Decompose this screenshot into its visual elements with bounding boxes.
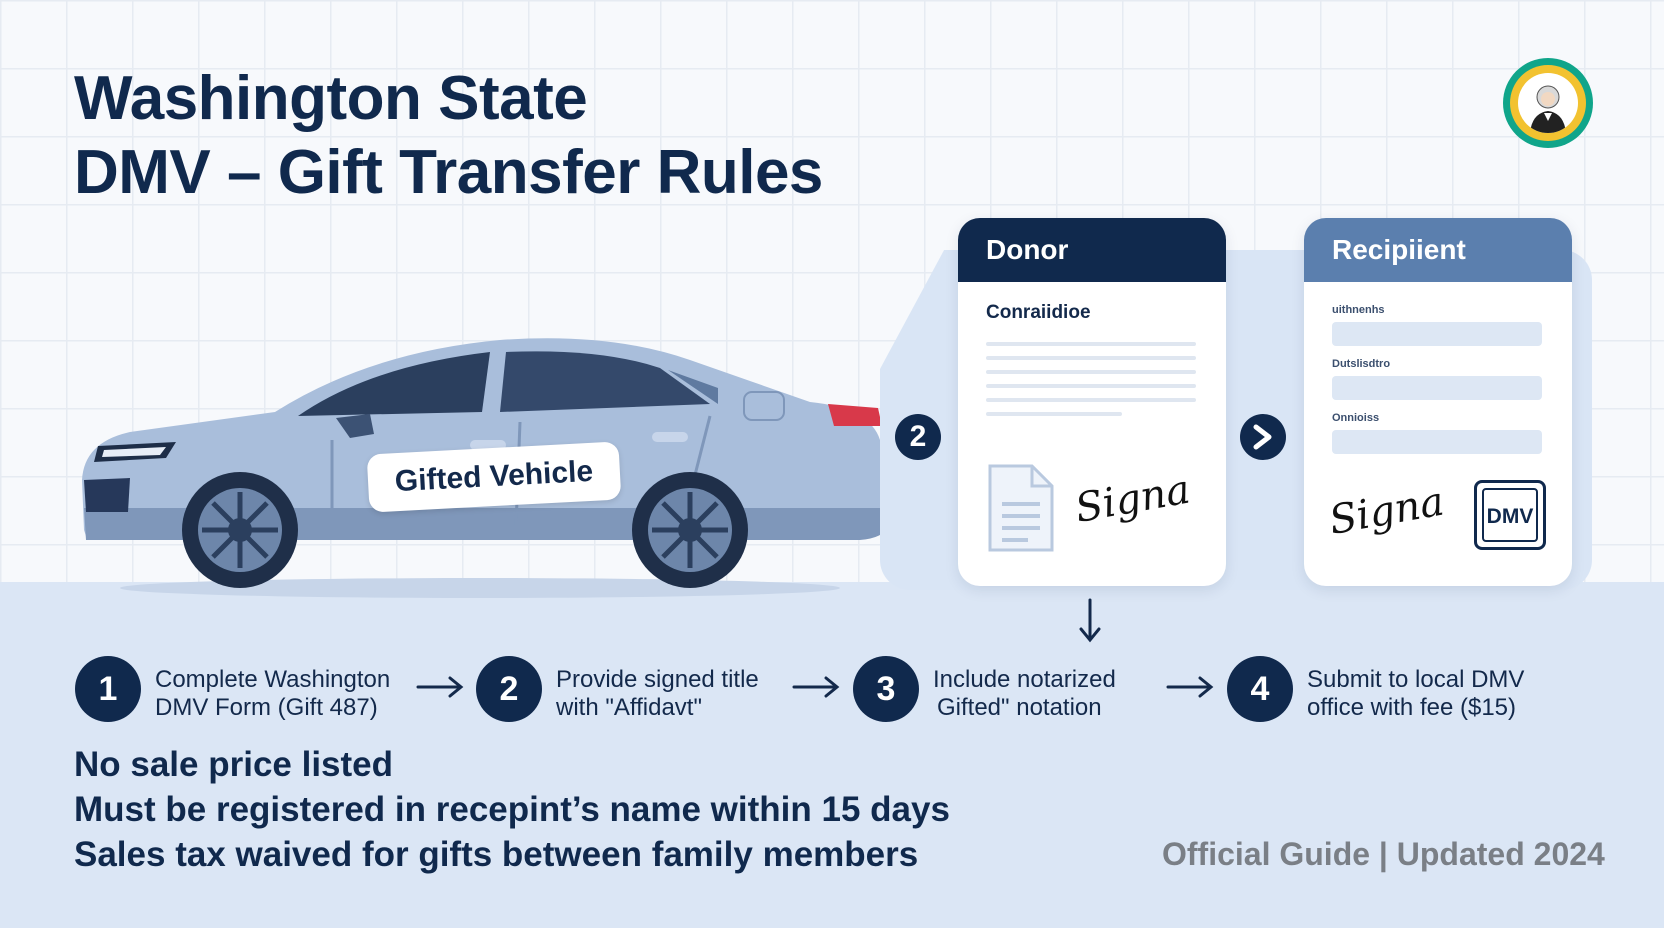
seal-portrait [1518,73,1578,133]
step-text-line: with "Affidavt" [556,694,702,721]
step-number: 4 [1227,656,1293,722]
step-text: Complete Washington DMV Form (Gift 487) [155,666,390,722]
rules-notes: No sale price listed Must be registered … [74,742,950,877]
recipient-field-label: Dutslisdtro [1332,358,1391,370]
donor-text-line [986,342,1196,346]
recipient-card-heading: Recipiient [1304,218,1572,282]
dmv-stamp-icon: DMV [1474,480,1546,550]
note-item: Must be registered in recepint’s name wi… [74,790,950,829]
recipient-field-label: uithnenhs [1332,304,1385,316]
state-seal-icon [1503,58,1593,148]
recipient-field-label: Onnioiss [1332,412,1380,424]
recipient-signature: Signa [1325,478,1448,544]
arrow-right-icon [1166,676,1214,698]
arrow-right-icon [416,676,464,698]
bottom-band [0,582,1664,928]
step-text-line: Gifted" notation [937,694,1102,721]
arrow-down-icon [1079,598,1101,643]
chevron-right-icon [1240,414,1286,460]
recipient-field-input [1332,430,1542,454]
donor-text-line [986,356,1196,360]
note-item: No sale price listed [74,745,394,784]
donor-step-badge: 2 [895,414,941,460]
note-item: Sales tax waived for gifts between famil… [74,835,919,874]
step-number: 1 [75,656,141,722]
title-line-2: DMV – Gift Transfer Rules [74,138,823,207]
step-number: 2 [476,656,542,722]
step-text: Provide signed title with "Affidavt" [556,666,759,722]
donor-text-line [986,398,1196,402]
car-illustration [82,338,891,598]
donor-text-line [986,412,1122,416]
step-text-line: Provide signed title [556,666,759,693]
footer-caption: Official Guide | Updated 2024 [1162,836,1605,872]
step-text: Include notarized Gifted" notation [933,666,1116,722]
donor-card-subheading: Conraiidioe [986,302,1091,323]
step-text-line: office with fee ($15) [1307,694,1517,721]
recipient-field-input [1332,322,1542,346]
step-number: 3 [853,656,919,722]
dmv-stamp-label: DMV [1482,488,1538,542]
step-text-line: Submit to local DMV [1307,666,1525,693]
document-icon [988,464,1054,552]
donor-card: Donor Conraiidioe Signa [958,218,1226,586]
step-text-line: Complete Washington [155,666,391,693]
recipient-card: Recipiient uithnenhs Dutslisdtro Onniois… [1304,218,1572,586]
step-text-line: DMV Form (Gift 487) [155,694,378,721]
step-text-line: Include notarized [933,666,1116,693]
title-line-1: Washington State [74,64,588,133]
donor-text-line [986,384,1196,388]
page-title: Washington State DMV – Gift Transfer Rul… [74,62,823,210]
donor-card-heading: Donor [958,218,1226,282]
recipient-field-input [1332,376,1542,400]
arrow-right-icon [792,676,840,698]
donor-text-line [986,370,1196,374]
donor-signature: Signa [1071,466,1194,532]
step-text: Submit to local DMV office with fee ($15… [1307,666,1524,722]
